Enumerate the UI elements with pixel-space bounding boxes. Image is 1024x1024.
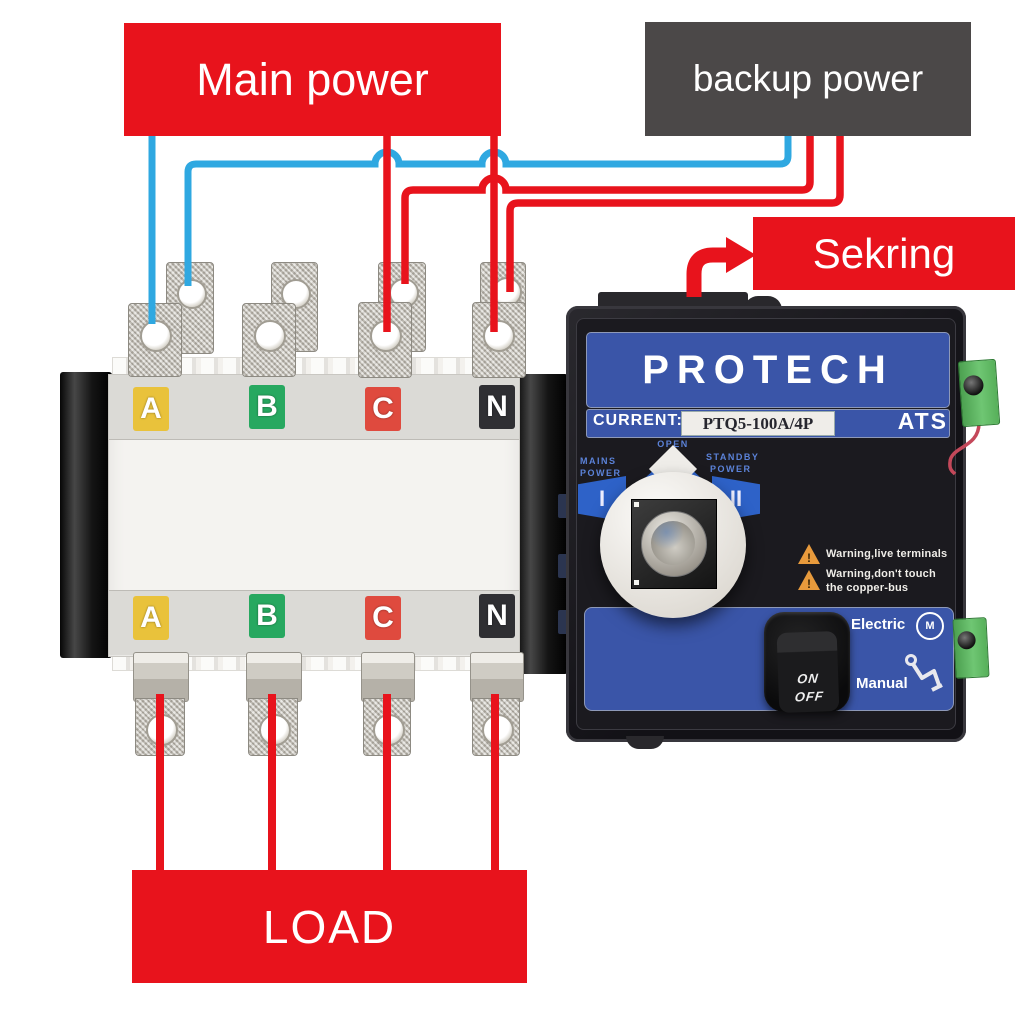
sekring-arrow-icon <box>686 237 756 297</box>
insert-corner-mark <box>634 502 639 507</box>
ats-bottom-dome <box>626 736 664 749</box>
model-plate: PTQ5-100A/4P <box>681 411 835 436</box>
terminal-hole <box>259 714 291 746</box>
phase-badge-n-top: N <box>479 385 515 429</box>
electric-label: Electric <box>851 616 906 633</box>
connector-hole <box>962 374 985 397</box>
crank-icon <box>902 652 946 703</box>
terminal-mount <box>361 652 415 702</box>
manual-label: Manual <box>856 675 908 692</box>
terminal-hole <box>483 320 515 352</box>
terminal-hole <box>254 320 286 352</box>
terminal-hole <box>373 714 405 746</box>
switch-left-rail <box>60 372 112 658</box>
terminal-hole <box>140 320 172 352</box>
phase-badge-b-top: B <box>249 385 285 429</box>
top-terminal-n-front <box>472 302 526 378</box>
terminal-mount <box>246 652 302 702</box>
terminal-hole <box>482 714 514 746</box>
din-clip <box>558 610 568 634</box>
transfer-switch-body <box>108 374 520 657</box>
phase-badge-c-top: C <box>365 387 401 431</box>
rocker-off-label: OFF <box>793 688 825 705</box>
ats-type-badge: ATS <box>897 408 948 434</box>
top-label-strip <box>109 375 519 440</box>
top-terminal-a-front <box>128 303 182 377</box>
warning-text-3: the copper-bus <box>826 582 909 594</box>
terminal-hole <box>370 320 402 352</box>
current-label: CURRENT: <box>593 412 683 429</box>
backup-power-label-box: backup power <box>645 22 971 136</box>
warning-text-2: Warning,don't touch <box>826 568 936 580</box>
top-terminal-b-front <box>242 303 296 377</box>
load-label-box: LOAD <box>132 870 527 983</box>
brand-title: PROTECH <box>586 332 950 408</box>
bottom-terminal-n <box>470 652 524 756</box>
terminal-mount <box>133 652 189 702</box>
phase-badge-a-top: A <box>133 387 169 431</box>
rocker-on-label: ON <box>796 670 820 687</box>
bottom-label-strip <box>109 590 519 655</box>
insert-corner-mark <box>634 580 639 585</box>
rotary-standby-label-line2: POWER <box>710 464 752 474</box>
phase-badge-n-bottom: N <box>479 594 515 638</box>
bottom-terminal-a <box>133 652 189 756</box>
warning-text-1: Warning,live terminals <box>826 548 948 560</box>
din-clip <box>558 494 568 518</box>
green-terminal-top <box>957 358 1001 428</box>
phase-badge-c-bottom: C <box>365 596 401 640</box>
rotary-open-label: OPEN <box>646 439 700 449</box>
top-terminal-c-front <box>358 302 412 378</box>
din-clip <box>558 554 568 578</box>
backup-power-wire-c <box>401 136 814 284</box>
connector-hole <box>957 630 977 650</box>
main-power-label-box: Main power <box>124 23 501 136</box>
rotary-mains-label-line1: MAINS <box>580 456 617 466</box>
terminal-mount <box>470 652 524 702</box>
sekring-label-box: Sekring <box>753 217 1015 290</box>
terminal-hole <box>146 714 178 746</box>
phase-badge-b-bottom: B <box>249 594 285 638</box>
rocker-switch-face: ON OFF <box>776 630 840 714</box>
motor-icon: M <box>916 612 944 640</box>
rotary-shaft <box>651 521 695 565</box>
rotary-mains-label-line2: POWER <box>580 468 622 478</box>
bottom-terminal-b <box>246 652 302 756</box>
bottom-terminal-c <box>361 652 415 756</box>
green-terminal-bottom <box>952 617 990 679</box>
rotary-standby-label-line1: STANDBY <box>706 452 760 462</box>
phase-badge-a-bottom: A <box>133 596 169 640</box>
